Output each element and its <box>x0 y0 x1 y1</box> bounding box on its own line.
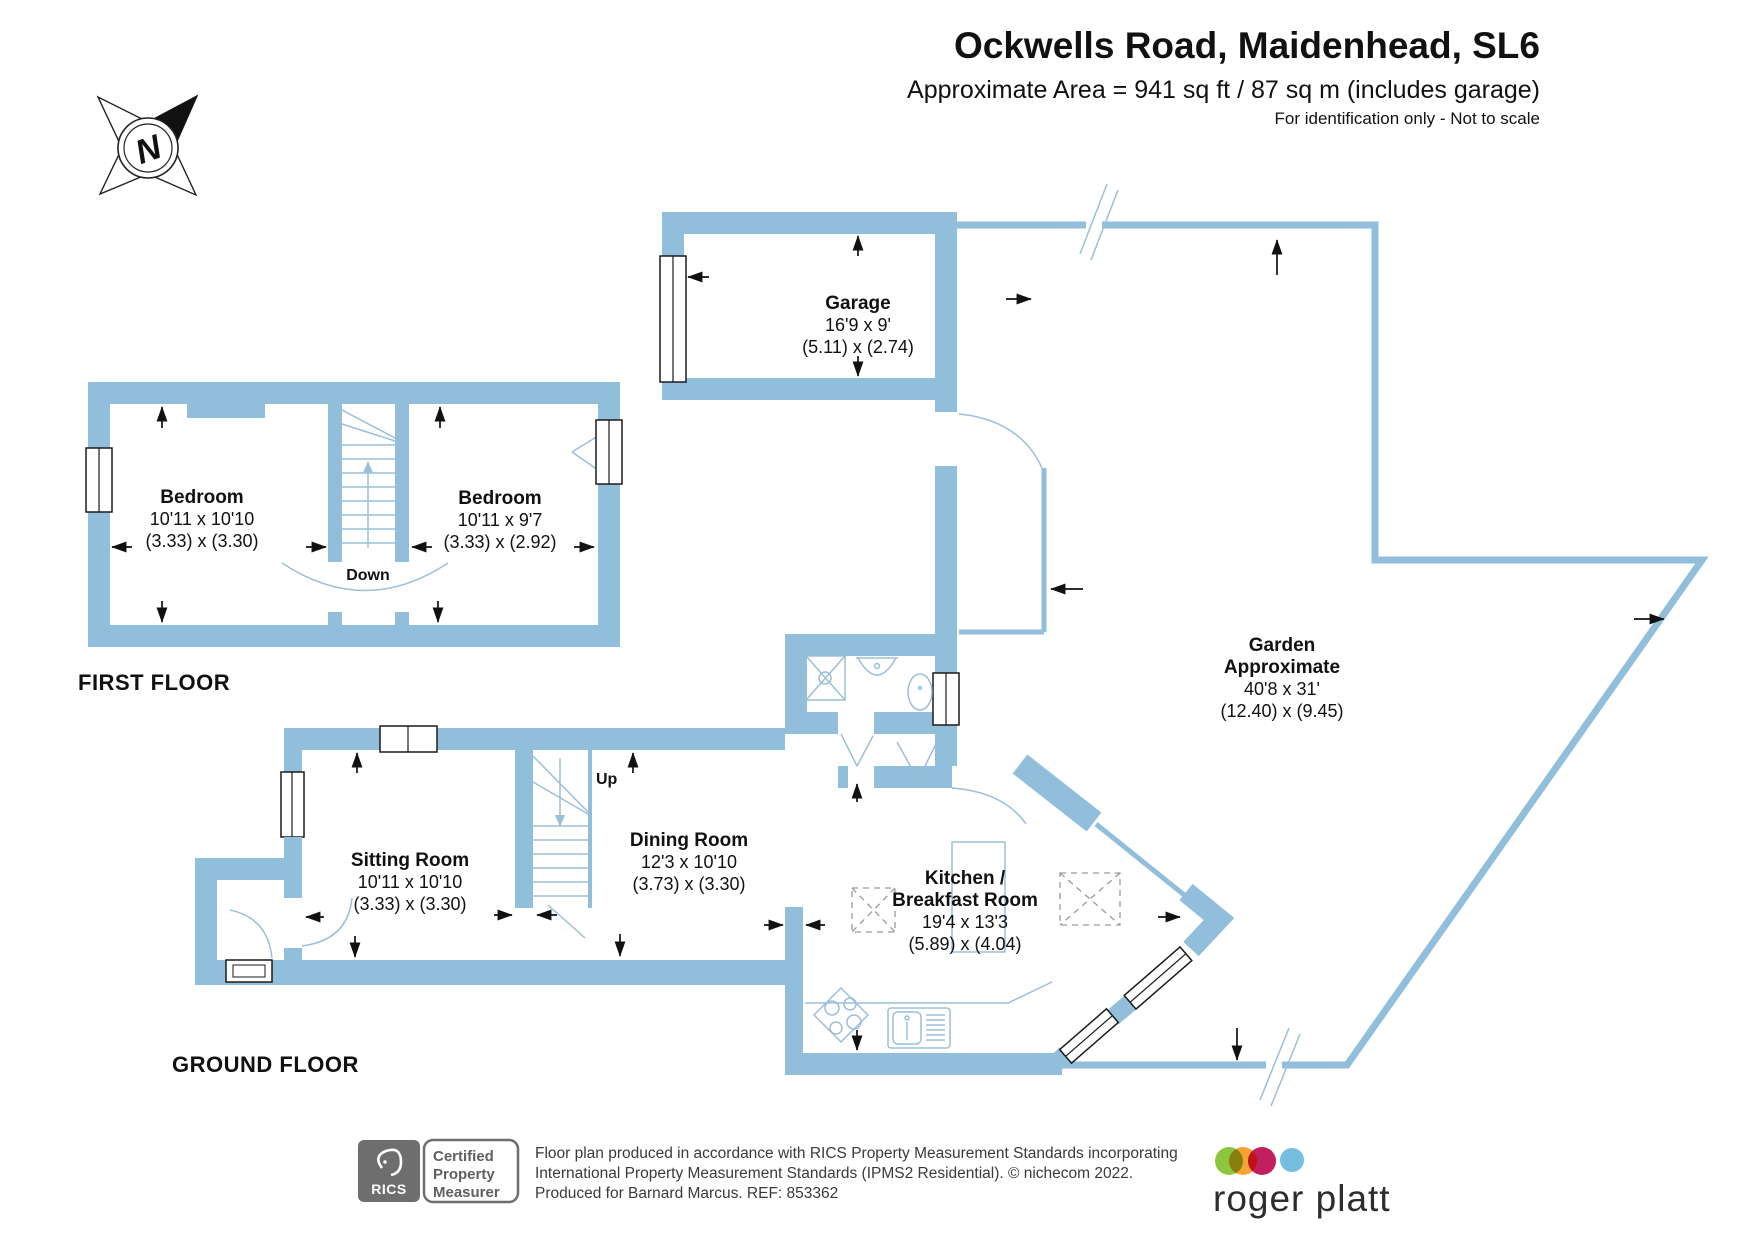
footer: RICS Certified Property Measurer Floor p… <box>358 1138 1391 1219</box>
label-dining: Dining Room 12'3 x 10'10 (3.73) x (3.30) <box>630 830 748 894</box>
disclaimer-line: Produced for Barnard Marcus. REF: 853362 <box>535 1185 838 1202</box>
room-dims-ft: 16'9 x 9' <box>825 315 891 335</box>
scale-note: For identification only - Not to scale <box>1274 109 1540 128</box>
label-garden: Garden Approximate 40'8 x 31' (12.40) x … <box>1220 635 1343 721</box>
window <box>1123 945 1193 1011</box>
stairs-down-label: Down <box>346 567 390 584</box>
gate-icon <box>1270 1033 1301 1107</box>
door-leaf <box>856 735 874 767</box>
logo-circle-blue <box>1280 1148 1304 1172</box>
door-opening <box>935 412 957 466</box>
sink-unit-icon <box>887 1007 951 1049</box>
room-dims-m: (3.73) x (3.30) <box>632 874 745 894</box>
room-dims-ft: 12'3 x 10'10 <box>641 852 737 872</box>
room-name: Kitchen / <box>925 868 1006 889</box>
header: Ockwells Road, Maidenhead, SL6 Approxima… <box>907 25 1540 128</box>
rics-lion-icon <box>377 1148 403 1177</box>
ground-floor-label: GROUND FLOOR <box>172 1052 359 1077</box>
compass-icon: N <box>96 94 199 197</box>
rics-cert-line: Certified <box>433 1148 494 1165</box>
label-bedroom2: Bedroom 10'11 x 9'7 (3.33) x (2.92) <box>443 488 556 552</box>
room-dims-m: (5.11) x (2.74) <box>802 337 914 357</box>
room-dims-m: (3.33) x (3.30) <box>145 531 258 551</box>
label-sitting: Sitting Room 10'11 x 10'10 (3.33) x (3.3… <box>351 850 469 914</box>
stairs-up-label: Up <box>596 771 618 788</box>
label-kitchen: Kitchen / Breakfast Room 19'4 x 13'3 (5.… <box>892 868 1038 954</box>
rooflight-icon <box>851 887 896 933</box>
room-name: Garage <box>825 293 890 314</box>
room-name: Bedroom <box>458 488 541 509</box>
first-floor-label: FIRST FLOOR <box>78 670 230 695</box>
rics-cert-line: Property <box>433 1166 495 1183</box>
room-name: Dining Room <box>630 830 748 851</box>
passage-wall <box>935 400 1043 634</box>
label-bedroom1: Bedroom 10'11 x 10'10 (3.33) x (3.30) <box>145 487 258 551</box>
gate-icon <box>1079 183 1108 255</box>
stairs-up <box>532 750 592 939</box>
door-arc <box>281 562 449 592</box>
hob-icon <box>812 986 870 1044</box>
gate-icon <box>1259 1027 1290 1101</box>
room-dims-ft: 10'11 x 10'10 <box>150 509 255 529</box>
door-leaf <box>571 451 599 471</box>
kitchen-walls <box>785 741 1235 1075</box>
toilet-icon <box>907 673 933 711</box>
room-name: Garden <box>1249 635 1316 656</box>
stairs-down <box>341 409 396 548</box>
disclaimer-line: Floor plan produced in accordance with R… <box>535 1145 1178 1162</box>
rics-brand-label: RICS <box>371 1181 406 1197</box>
first-floor-walls <box>85 382 623 647</box>
door-arc <box>951 787 1027 825</box>
rics-cert-line: Measurer <box>433 1184 500 1201</box>
logo-circle-crimson <box>1248 1147 1276 1175</box>
door-leaf <box>547 904 586 939</box>
island-unit <box>951 841 1006 953</box>
bathroom-walls <box>785 634 960 767</box>
measure-arrows <box>111 235 1665 1061</box>
room-name: Bedroom <box>160 487 243 508</box>
page-title: Ockwells Road, Maidenhead, SL6 <box>954 25 1540 66</box>
room-dims-ft: 40'8 x 31' <box>1244 679 1320 699</box>
shower-icon <box>805 655 846 701</box>
agency-logo: roger platt <box>1213 1147 1391 1219</box>
agency-brand-label: roger platt <box>1213 1178 1391 1219</box>
room-dims-m: (3.33) x (3.30) <box>353 894 466 914</box>
room-dims-ft: 19'4 x 13'3 <box>922 912 1008 932</box>
door-leaf <box>896 741 919 781</box>
door-leaf <box>571 435 599 453</box>
footer-disclaimer: Floor plan produced in accordance with R… <box>535 1145 1178 1202</box>
room-dims-ft: 10'11 x 9'7 <box>458 510 543 530</box>
gate-icon <box>1090 189 1119 261</box>
door-leaf <box>840 733 858 767</box>
room-dims-m: (12.40) x (9.45) <box>1220 701 1343 721</box>
door-arc <box>229 909 273 959</box>
room-labels: Garage 16'9 x 9' (5.11) x (2.74) Bedroom… <box>78 293 1344 1077</box>
rooflight-icon <box>1059 872 1121 926</box>
room-dims-m: (5.89) x (4.04) <box>908 934 1021 954</box>
room-name: Sitting Room <box>351 850 469 871</box>
room-dims-m: (3.33) x (2.92) <box>443 532 556 552</box>
room-dims-ft: 10'11 x 10'10 <box>358 872 463 892</box>
window <box>1058 1007 1120 1065</box>
door-arc <box>301 897 353 947</box>
counter-edge <box>805 981 1053 1004</box>
area-subtitle: Approximate Area = 941 sq ft / 87 sq m (… <box>907 76 1540 104</box>
rics-badge: RICS Certified Property Measurer <box>358 1138 520 1204</box>
ground-floor-walls <box>195 725 803 985</box>
room-name: Breakfast Room <box>892 890 1038 911</box>
room-name: Approximate <box>1224 657 1340 678</box>
sink-icon <box>856 657 898 676</box>
disclaimer-line: International Property Measurement Stand… <box>535 1165 1133 1182</box>
door-leaf <box>917 743 937 781</box>
garden-boundary <box>957 183 1709 1107</box>
door-arc <box>958 413 1043 469</box>
garage-walls <box>659 212 957 400</box>
label-garage: Garage 16'9 x 9' (5.11) x (2.74) <box>802 293 914 357</box>
